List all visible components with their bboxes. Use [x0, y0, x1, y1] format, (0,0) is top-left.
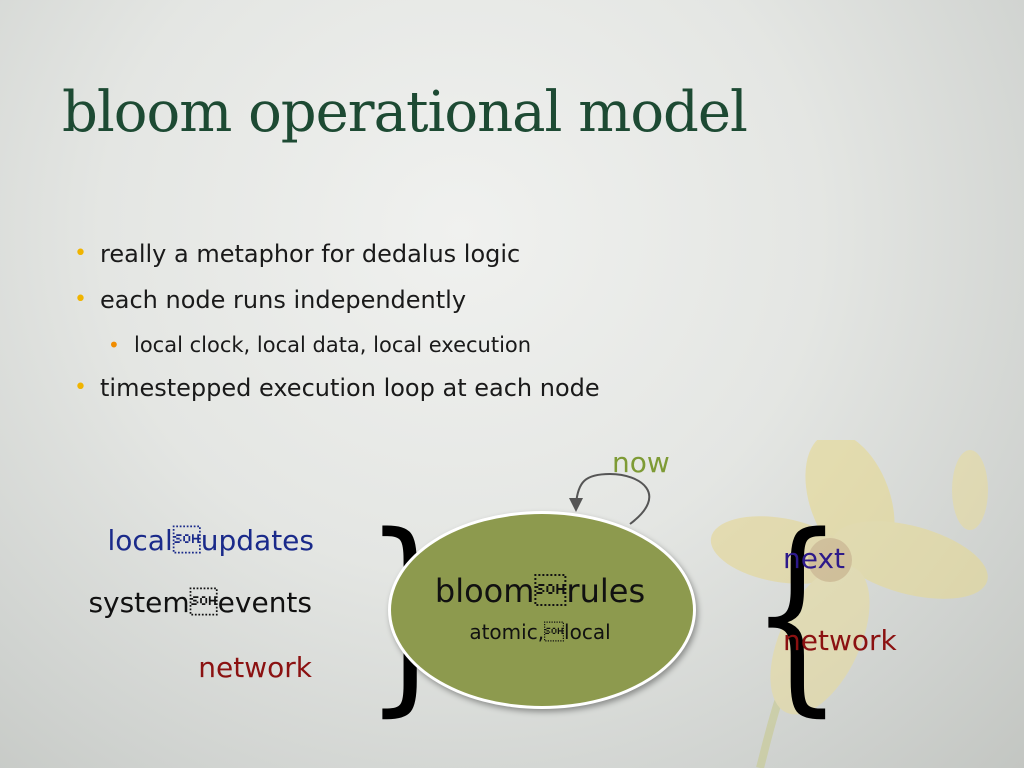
bullet-list: • really a metaphor for dedalus logic • … — [72, 238, 712, 418]
core-title: bloomrules — [434, 572, 646, 610]
bullet-dot-icon: • — [108, 333, 120, 357]
list-item: • each node runs independently — [72, 284, 712, 330]
bloom-rules-ellipse — [388, 511, 696, 709]
loop-label: now — [612, 446, 670, 479]
list-item: • really a metaphor for dedalus logic — [72, 238, 712, 284]
bullet-text: local clock, local data, local execution — [134, 333, 532, 357]
list-item: • timestepped execution loop at each nod… — [72, 372, 712, 418]
bullet-dot-icon: • — [74, 375, 87, 400]
loop-arrow-icon — [569, 472, 651, 525]
output-brace-icon: { — [750, 490, 844, 735]
bullet-text: timestepped execution loop at each node — [100, 374, 600, 402]
flower-icon — [710, 440, 988, 768]
input-network: network — [198, 651, 312, 684]
core-subtitle: atomic,local — [469, 620, 611, 644]
bullet-text: each node runs independently — [100, 286, 467, 314]
bullet-dot-icon: • — [74, 241, 87, 266]
output-next: next — [783, 542, 846, 575]
bullet-text: really a metaphor for dedalus logic — [100, 240, 521, 268]
input-local-updates: localupdates — [107, 524, 315, 557]
list-item: • local clock, local data, local executi… — [72, 330, 712, 372]
input-system-events: systemevents — [88, 586, 312, 619]
page-title: bloom operational model — [62, 80, 748, 145]
output-network: network — [783, 624, 897, 657]
bullet-dot-icon: • — [74, 287, 87, 312]
